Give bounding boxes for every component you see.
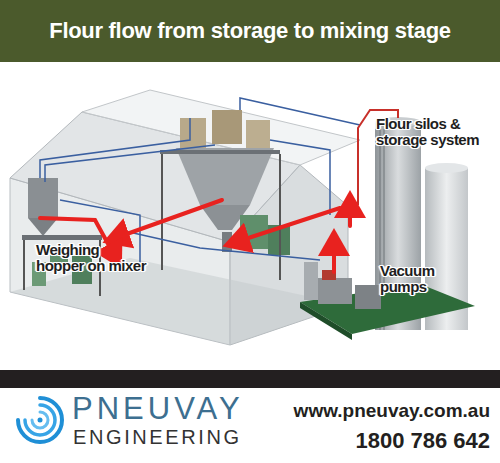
callout-label: Flour silos & storage system — [376, 116, 488, 148]
logo-wordmark: PNEUVAY — [72, 393, 244, 425]
callout-label: Weighing hopper on mixer — [36, 242, 149, 274]
logo-subtitle: ENGINEERING — [73, 426, 242, 448]
footer-band — [0, 370, 500, 388]
phone-number: 1800 786 642 — [355, 428, 490, 454]
page-title: Flour flow from storage to mixing stage — [0, 0, 500, 62]
website-url: www.pneuvay.com.au — [294, 400, 490, 422]
mixer-station — [22, 178, 102, 296]
logo-swirl — [18, 398, 62, 442]
callout-label: Vacuum pumps — [380, 263, 452, 295]
header-band — [0, 0, 500, 62]
building — [10, 90, 360, 345]
vacuum-pump-skid — [300, 262, 475, 340]
